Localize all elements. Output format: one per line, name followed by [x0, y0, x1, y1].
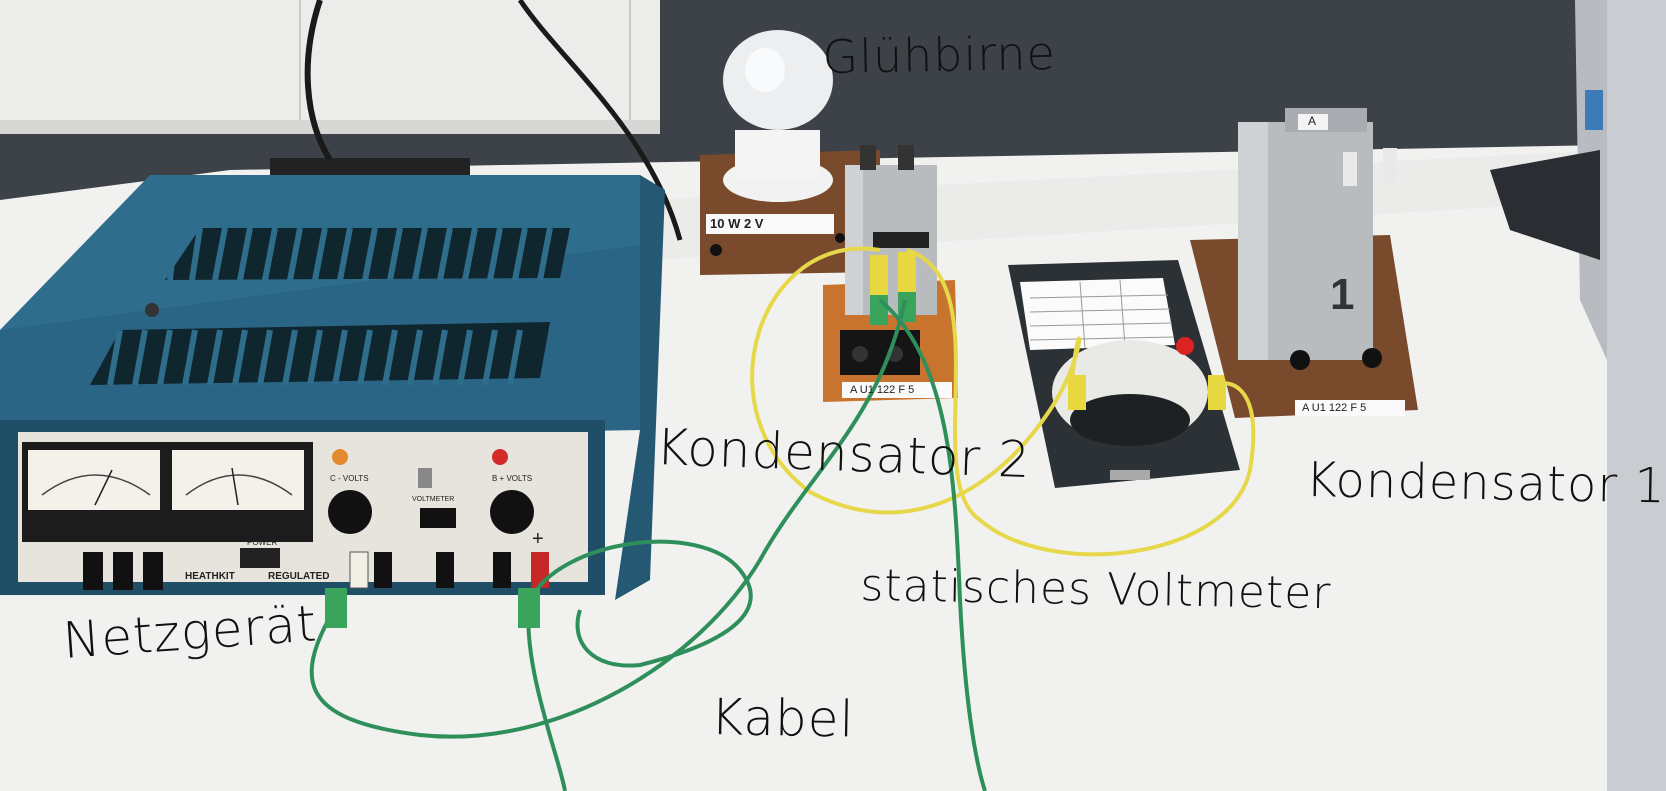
bulb-rating-label: 10 W 2 V: [710, 216, 764, 231]
voltmeter-card: [1020, 278, 1175, 350]
psu-voltmeter-label: VOLTMETER: [412, 496, 455, 503]
psu-brand: HEATHKIT: [185, 571, 235, 582]
psu-side: [615, 175, 665, 600]
annotation-capacitor-1: Kondensator 1: [1305, 452, 1666, 515]
bulb-setup: [700, 30, 880, 275]
cabinet: [0, 0, 660, 120]
cap1-plate: [1295, 400, 1405, 416]
lab-setup-photo: [0, 0, 1607, 791]
laptop-sticker: [1585, 90, 1603, 130]
cap2-terminal-plate: [840, 330, 920, 375]
cap1-tag: [1298, 114, 1328, 130]
capacitor-2: [823, 145, 958, 402]
psu-regulated: REGULATED: [268, 571, 330, 582]
cables: [309, 246, 1256, 791]
cap1-tag-label: A: [1308, 114, 1317, 128]
bulb-socket: [735, 130, 820, 180]
annotation-bulb: Glühbirne: [822, 25, 1057, 84]
cap1-number: 1: [1330, 270, 1355, 319]
cap1-plate-label: A U1 122 F 5: [1302, 402, 1367, 414]
power-strip: [270, 158, 470, 178]
annotation-voltmeter: statisches Voltmeter: [860, 560, 1332, 620]
psu-b-volts: B + VOLTS: [492, 474, 533, 483]
annotation-cable: Kabel: [710, 688, 855, 749]
bulb-rating-plate: [706, 214, 834, 234]
psu-power-switch: [240, 548, 280, 568]
psu-plus-label: +: [532, 528, 544, 550]
psu-power-label: POWER: [247, 538, 278, 547]
cap2-plate-label: A U1 122 F 5: [850, 384, 915, 396]
psu-knob-c: [328, 490, 372, 534]
power-supply: [0, 175, 665, 600]
tablet: [1490, 150, 1600, 260]
psu-voltmeter-switch: [420, 508, 456, 528]
psu-c-volts: C - VOLTS: [330, 474, 369, 483]
capacitor-1: [1190, 108, 1418, 418]
static-voltmeter: [1008, 260, 1240, 488]
psu-knob-b: [490, 490, 534, 534]
cabinet-base: [0, 120, 660, 134]
